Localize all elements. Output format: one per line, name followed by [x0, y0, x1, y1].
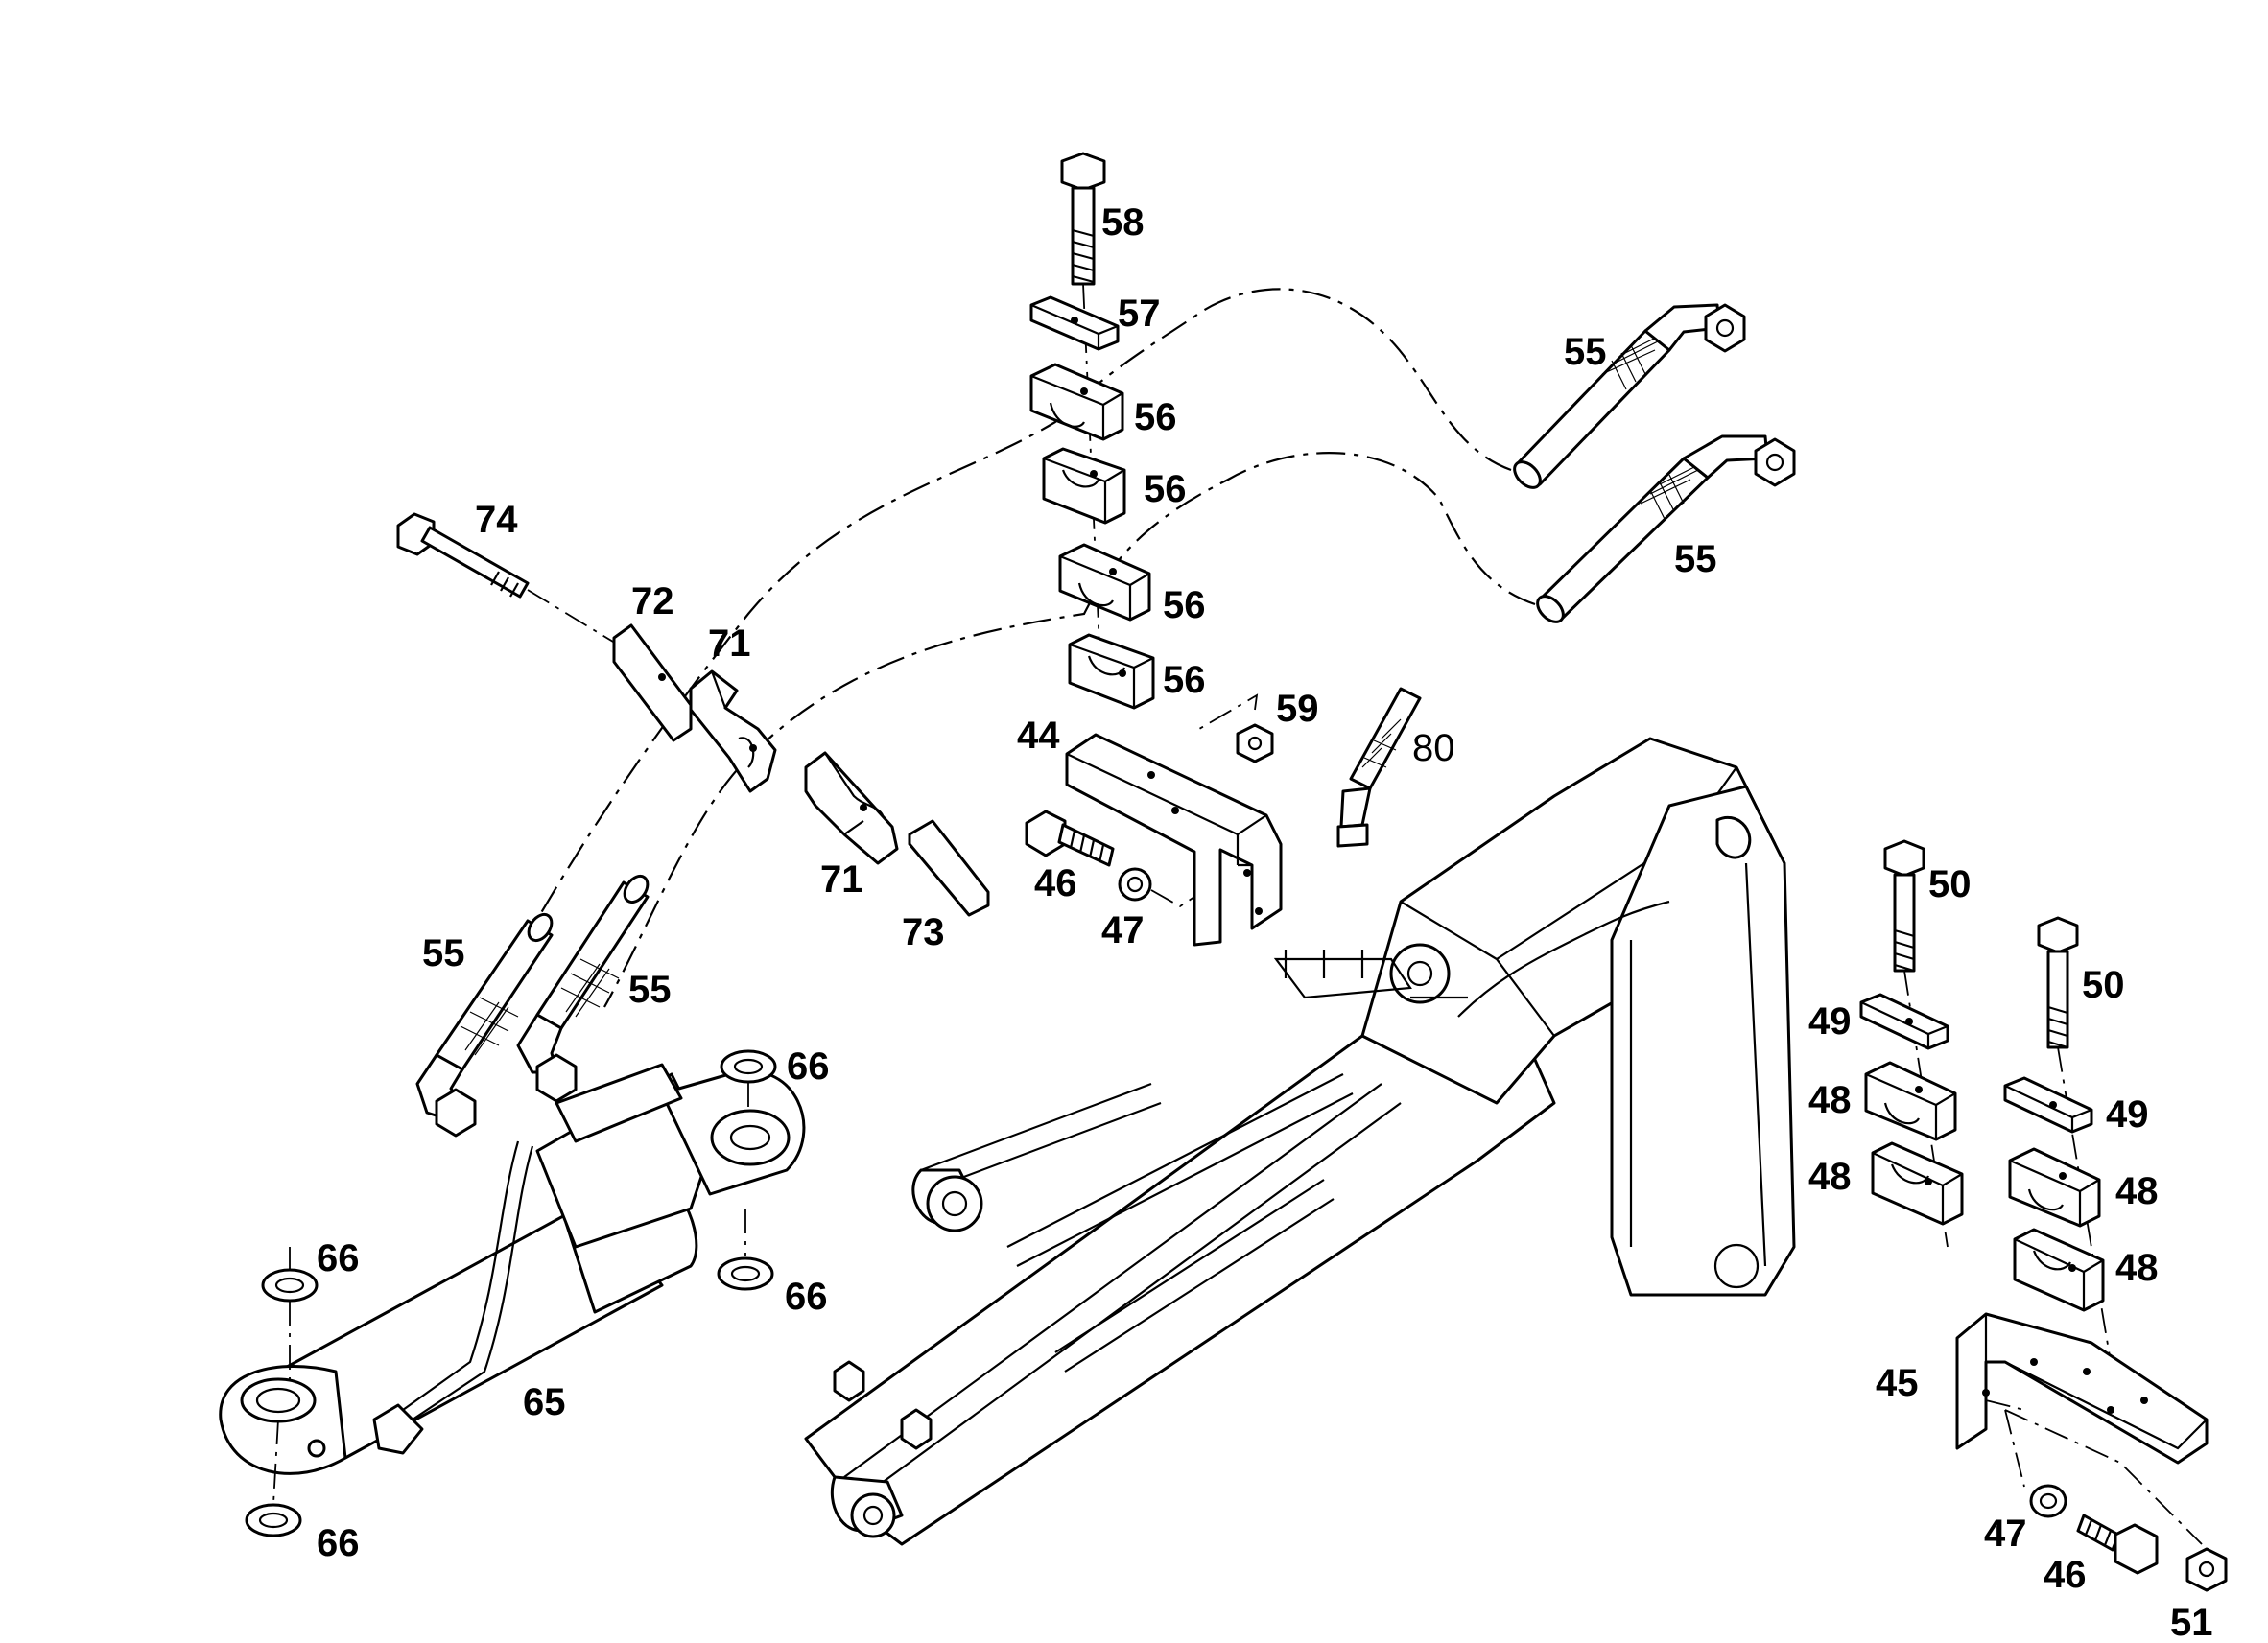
fitting-80	[1336, 687, 1422, 848]
label-55-upper-1: 55	[1564, 331, 1607, 373]
label-56-a: 56	[1134, 396, 1177, 438]
bolt-50-right	[2037, 916, 2079, 1049]
washer-47-upper	[1118, 867, 1152, 902]
bolt-46-lower	[2076, 1514, 2159, 1575]
label-66-mid-right: 66	[785, 1276, 828, 1318]
washer-66-left-top	[261, 1268, 319, 1303]
label-46-lower: 46	[2044, 1554, 2087, 1596]
label-66-left-top: 66	[317, 1237, 360, 1279]
clamp-48-left-a	[1864, 1061, 1957, 1141]
bracket-45	[1955, 1312, 2209, 1465]
leader-66	[272, 1082, 749, 1505]
label-66-top-right: 66	[787, 1045, 830, 1088]
bolt-46-upper	[1025, 810, 1115, 867]
label-58: 58	[1101, 201, 1145, 244]
clamp-56-a	[1029, 363, 1124, 441]
leader-58-44	[1082, 283, 1102, 692]
clamp-56-d	[1068, 633, 1155, 710]
label-55-lower-2: 55	[628, 969, 672, 1011]
label-47-lower: 47	[1984, 1513, 2027, 1555]
plate-57	[1029, 295, 1120, 351]
part-number-labels: 58 57 56 56 56 56 59 44 80 46 47 55 55 7…	[317, 201, 2213, 1643]
clamp-71-lower	[804, 751, 899, 865]
label-74: 74	[475, 499, 518, 541]
bracket-44	[1065, 733, 1283, 947]
clamp-48-left-b	[1871, 1141, 1964, 1226]
label-55-upper-2: 55	[1674, 538, 1717, 580]
label-48-right-b: 48	[2115, 1247, 2159, 1289]
label-56-d: 56	[1163, 659, 1206, 701]
bolt-58	[1060, 152, 1106, 286]
label-71-lower: 71	[820, 858, 863, 901]
label-57: 57	[1118, 293, 1161, 335]
clamp-56-b	[1042, 447, 1126, 525]
label-80: 80	[1412, 727, 1455, 769]
label-46-upper: 46	[1034, 862, 1077, 904]
label-71-upper: 71	[708, 622, 751, 665]
leader-59	[1198, 693, 1259, 730]
label-50-right: 50	[2082, 964, 2125, 1006]
label-49-left: 49	[1808, 1000, 1852, 1043]
label-48-right-a: 48	[2115, 1170, 2159, 1212]
leader-45	[1985, 1399, 2203, 1545]
plate-72	[612, 623, 693, 742]
plate-49-right	[2003, 1076, 2093, 1134]
plate-49-left	[1859, 993, 1949, 1050]
label-48-left-a: 48	[1808, 1079, 1852, 1121]
label-51: 51	[2170, 1602, 2213, 1643]
label-73: 73	[902, 911, 945, 953]
label-55-lower-1: 55	[422, 932, 465, 974]
leader-74	[527, 589, 663, 672]
washer-66-top-right	[720, 1049, 777, 1084]
strip-73	[908, 819, 990, 917]
label-59: 59	[1276, 688, 1319, 730]
label-65: 65	[523, 1381, 566, 1423]
clamp-56-c	[1058, 543, 1151, 622]
cylinder-65	[219, 1063, 806, 1475]
nut-51	[2185, 1547, 2228, 1592]
label-49-right: 49	[2106, 1093, 2149, 1136]
hose-55-upper-2	[1536, 434, 1796, 623]
leader-46-47	[1150, 889, 1195, 908]
washer-66-mid-right	[717, 1256, 774, 1291]
label-50-left: 50	[1928, 863, 1972, 905]
label-72: 72	[631, 580, 674, 622]
clamp-48-right-b	[2013, 1228, 2105, 1312]
washer-66-left-bottom	[245, 1503, 302, 1537]
label-44: 44	[1017, 715, 1060, 757]
hose-routing-lines	[498, 288, 1536, 1008]
washer-47-lower	[2029, 1484, 2067, 1518]
hose-55-lower-2	[516, 874, 650, 1103]
label-48-left-b: 48	[1808, 1156, 1852, 1198]
boom-assembly	[804, 737, 1796, 1546]
label-45: 45	[1876, 1362, 1919, 1404]
label-66-left-bottom: 66	[317, 1522, 360, 1564]
bolt-50-left	[1883, 839, 1925, 973]
clamp-71-upper	[689, 669, 777, 793]
label-56-b: 56	[1144, 468, 1187, 510]
bolt-74	[396, 512, 530, 599]
clamp-48-right-a	[2008, 1147, 2101, 1228]
hose-55-lower-1	[415, 912, 554, 1138]
nut-59	[1236, 723, 1274, 763]
label-56-c: 56	[1163, 584, 1206, 626]
label-47-upper: 47	[1101, 909, 1145, 951]
hose-55-upper-1	[1513, 303, 1746, 489]
